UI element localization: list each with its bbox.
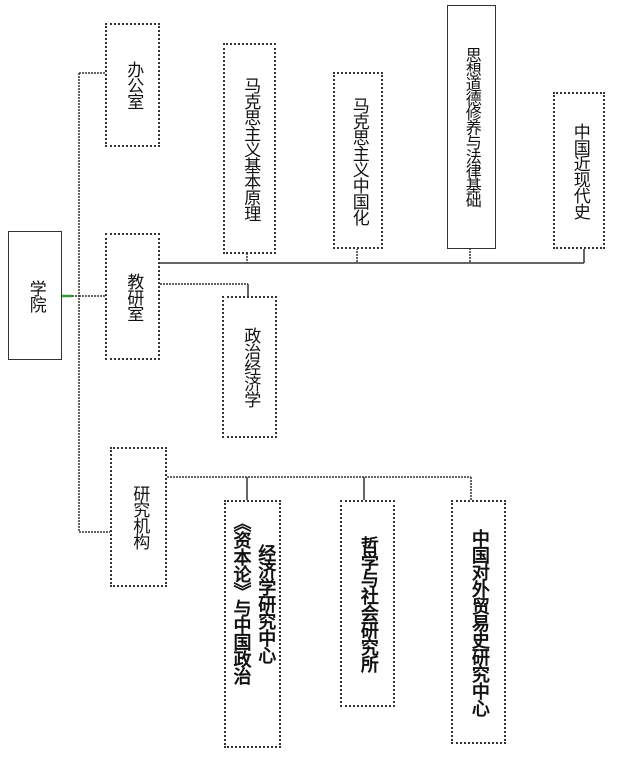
node-label: 思想道德修养与法律基础 bbox=[462, 47, 482, 207]
node-research-institutes[interactable]: 研究机构 bbox=[110, 447, 167, 587]
node-label-line1: 《资本论》与中国政治 bbox=[230, 514, 252, 684]
node-label: 中国对外贸易史研究中心 bbox=[468, 528, 490, 716]
node-label: 研究机构 bbox=[129, 485, 150, 549]
node-ethics-law[interactable]: 思想道德修养与法律基础 bbox=[447, 5, 496, 249]
node-sinicized-marxism[interactable]: 马克思主义中国化 bbox=[333, 72, 383, 249]
node-political-economy[interactable]: 政治经济学 bbox=[222, 296, 277, 438]
node-marxism-principles[interactable]: 马克思主义基本原理 bbox=[223, 43, 276, 254]
node-modern-history[interactable]: 中国近现代史 bbox=[553, 92, 605, 249]
node-teaching-research[interactable]: 教研室 bbox=[105, 233, 160, 360]
node-label: 马克思主义基本原理 bbox=[240, 76, 261, 221]
node-label: 马克思主义中国化 bbox=[348, 96, 369, 225]
node-office[interactable]: 办公室 bbox=[105, 23, 160, 147]
node-label: 办公室 bbox=[123, 61, 144, 109]
node-label: 政治经济学 bbox=[240, 327, 261, 407]
node-capital-research-center[interactable]: 《资本论》与中国政治 经济学研究中心 bbox=[224, 500, 281, 748]
node-label: 教研室 bbox=[123, 272, 144, 321]
node-philosophy-society[interactable]: 哲学与社会研究所 bbox=[340, 500, 395, 707]
node-label: 中国近现代史 bbox=[569, 122, 590, 219]
node-foreign-trade-history[interactable]: 中国对外贸易史研究中心 bbox=[451, 500, 506, 744]
root-node-college[interactable]: 学院 bbox=[8, 231, 62, 360]
node-label: 学院 bbox=[25, 279, 46, 312]
node-label: 哲学与社会研究所 bbox=[357, 535, 379, 672]
node-label-line2: 经济学研究中心 bbox=[255, 544, 277, 663]
